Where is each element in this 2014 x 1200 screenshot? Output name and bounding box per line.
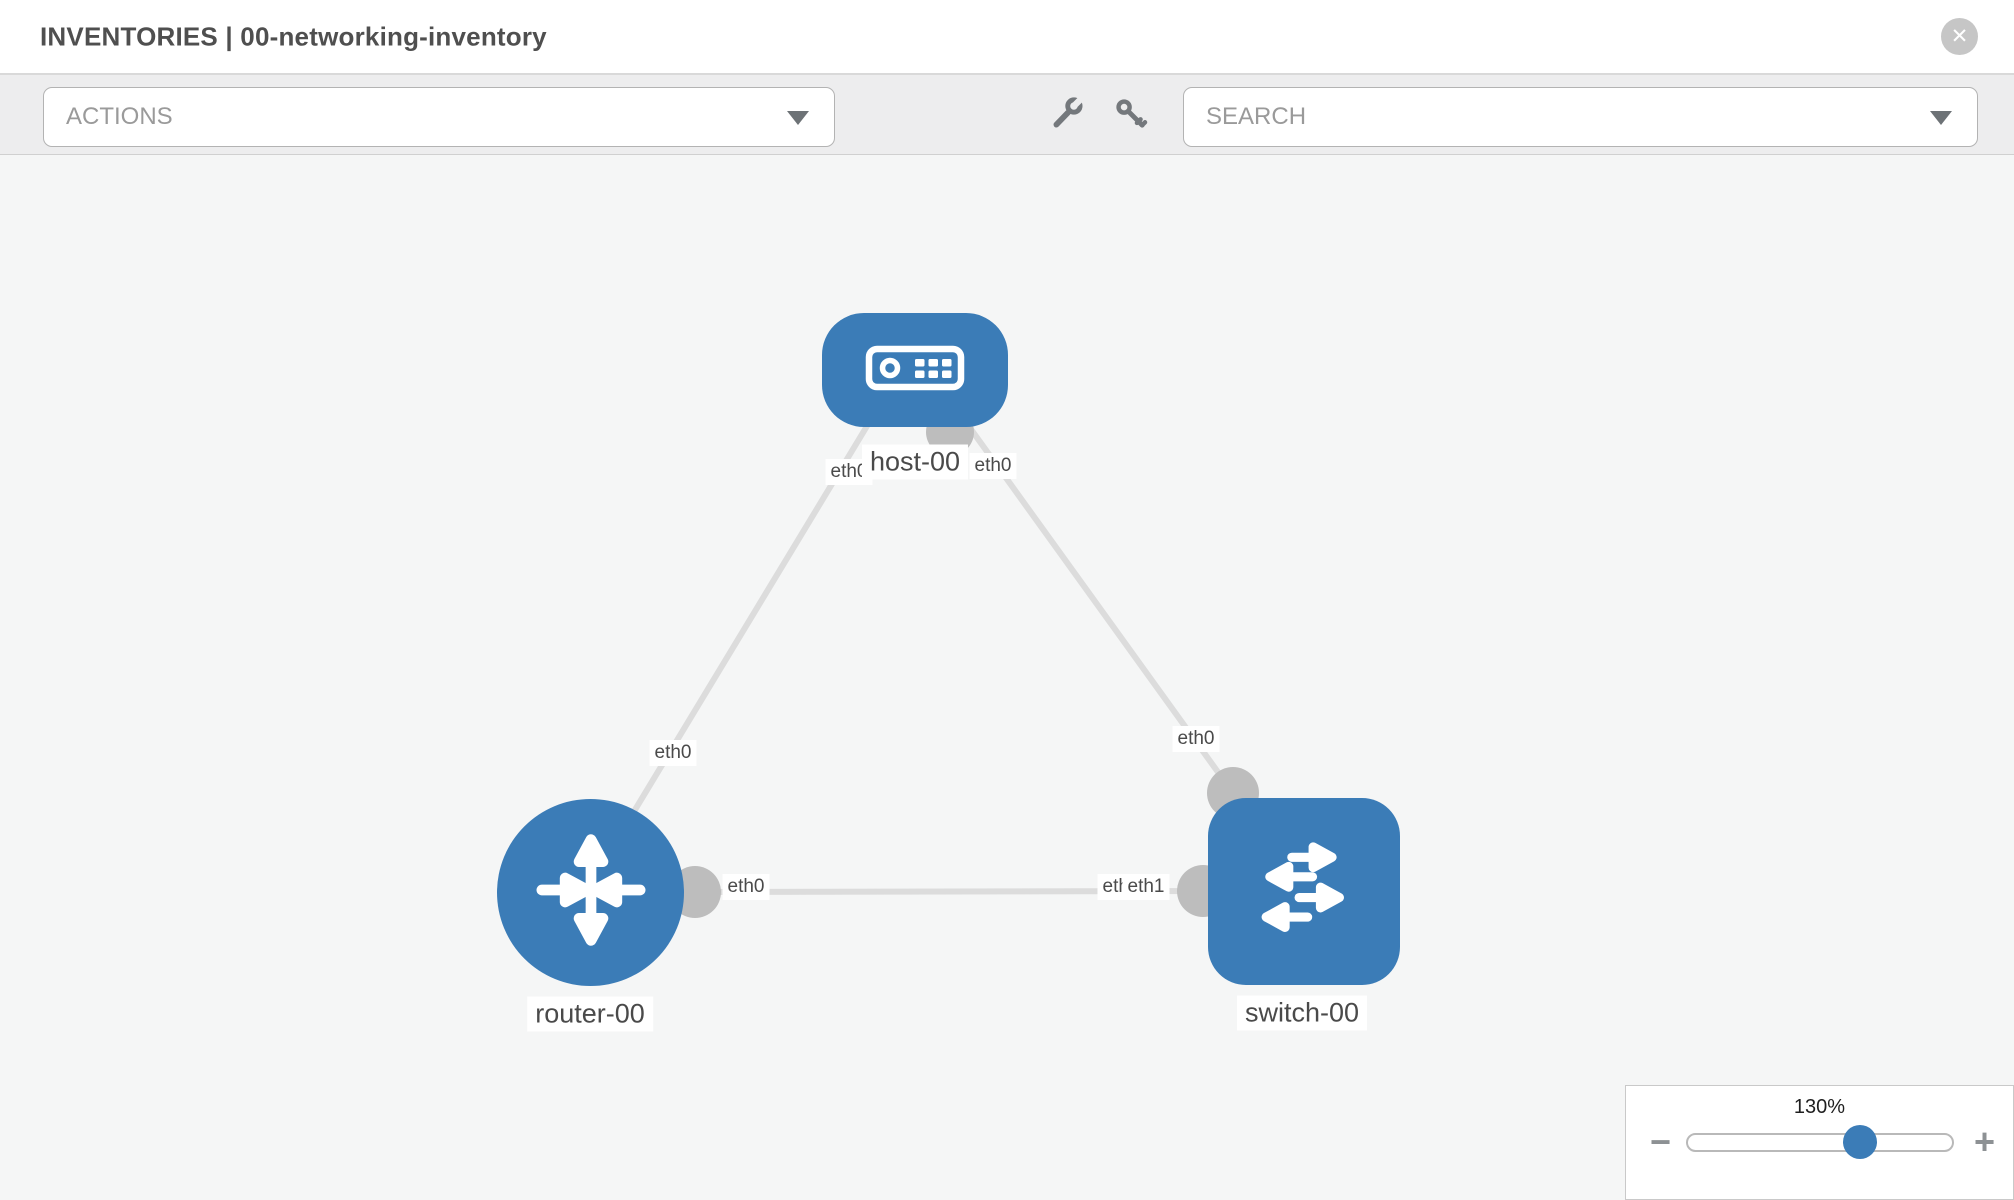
page-title: INVENTORIES | 00-networking-inventory bbox=[40, 21, 547, 51]
actions-dropdown-input[interactable] bbox=[43, 87, 835, 147]
topology-canvas[interactable]: eth0 eth0 eth0 eth0 eth0 eth1 eth1 host-… bbox=[0, 155, 2014, 1200]
close-icon: ✕ bbox=[1950, 25, 1969, 48]
actions-dropdown[interactable] bbox=[43, 87, 835, 147]
interface-label-router-eth0: eth0 bbox=[722, 874, 770, 900]
close-button[interactable]: ✕ bbox=[1941, 18, 1978, 55]
server-icon bbox=[865, 345, 965, 396]
zoom-slider-track[interactable] bbox=[1686, 1125, 1955, 1159]
interface-label-switch-eth1: eth1 bbox=[1122, 874, 1170, 900]
titlebar: INVENTORIES | 00-networking-inventory ✕ bbox=[0, 0, 2014, 75]
topology-edges bbox=[595, 385, 1259, 918]
switch-arrows-icon bbox=[1243, 828, 1365, 955]
node-label-router-00: router-00 bbox=[527, 996, 653, 1032]
toolbar bbox=[0, 75, 2014, 155]
search-dropdown[interactable] bbox=[1183, 87, 1978, 147]
zoom-control-panel: 130% − + bbox=[1625, 1085, 2014, 1200]
node-router-00[interactable] bbox=[497, 799, 684, 986]
zoom-slider-row: − + bbox=[1626, 1121, 2013, 1162]
interface-label-host-eth0-right: eth0 bbox=[969, 453, 1017, 479]
zoom-in-button[interactable]: + bbox=[1974, 1121, 1996, 1162]
router-arrows-icon bbox=[528, 827, 654, 958]
node-label-switch-00: switch-00 bbox=[1236, 995, 1368, 1031]
wrench-icon[interactable] bbox=[1050, 94, 1086, 131]
node-label-host-00: host-00 bbox=[861, 444, 969, 480]
zoom-slider-thumb[interactable] bbox=[1843, 1125, 1878, 1159]
node-switch-00[interactable] bbox=[1208, 798, 1400, 985]
search-input[interactable] bbox=[1183, 87, 1978, 147]
interface-label-switch-link-eth0: eth0 bbox=[1172, 726, 1220, 752]
interface-label-router-link-eth0: eth0 bbox=[649, 740, 697, 766]
zoom-out-button[interactable]: − bbox=[1650, 1121, 1672, 1162]
key-icon[interactable] bbox=[1114, 97, 1148, 131]
zoom-level-value: 130% bbox=[1793, 1096, 1846, 1118]
node-host-00[interactable] bbox=[822, 313, 1008, 427]
